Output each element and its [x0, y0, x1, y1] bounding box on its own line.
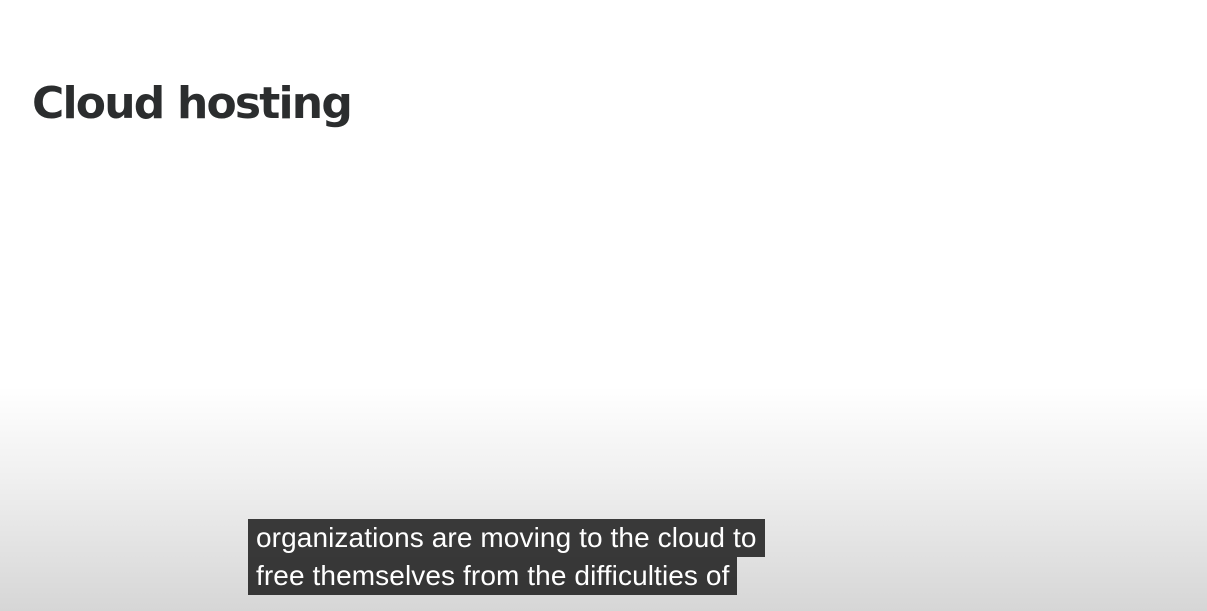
caption-line: free themselves from the difficulties of: [248, 557, 738, 595]
caption-window: organizations are moving to the cloud to…: [248, 519, 888, 595]
slide-title: Cloud hosting: [32, 78, 353, 129]
caption-line: organizations are moving to the cloud to: [248, 519, 765, 557]
